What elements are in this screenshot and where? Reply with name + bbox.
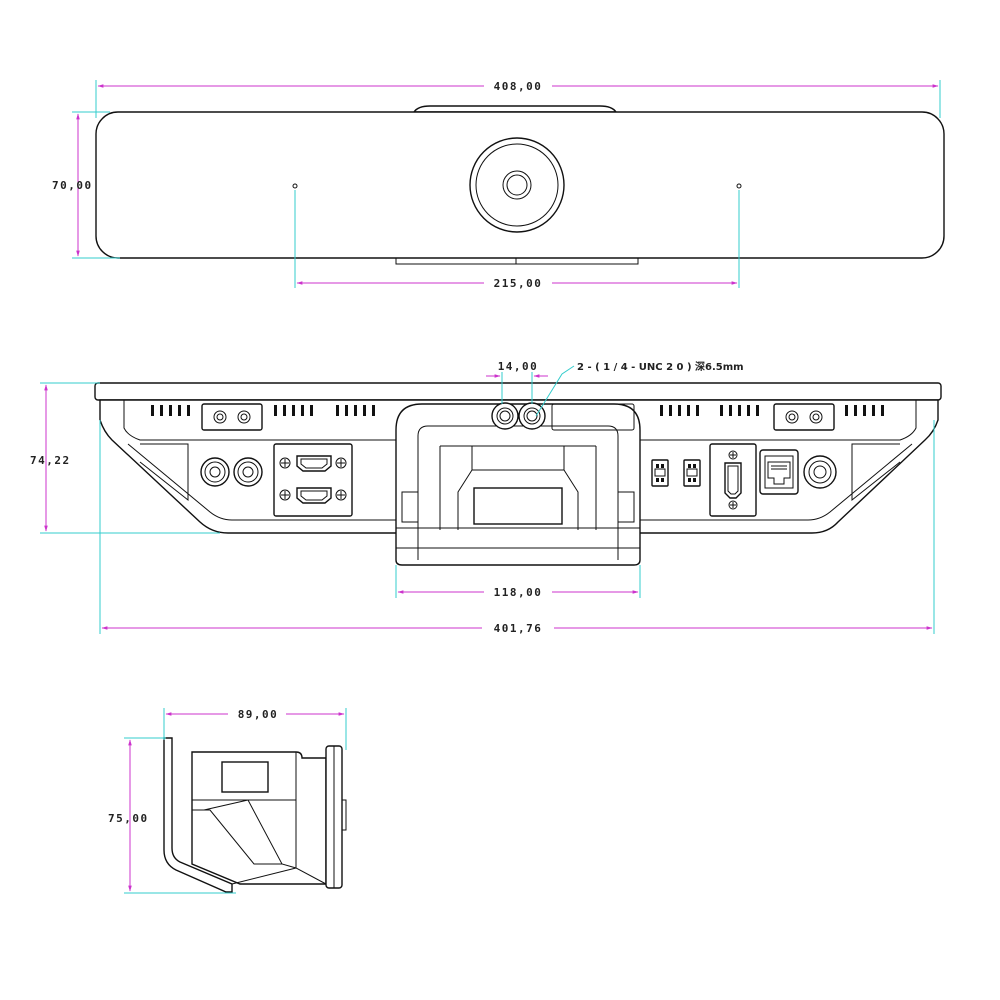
mount-hole-right: [518, 402, 546, 430]
hdmi-port-2: [296, 487, 332, 504]
vent-slots-left: [151, 405, 375, 416]
usb-port-1: [651, 459, 669, 487]
side-bracket: [163, 737, 233, 893]
hdmi-port-1: [296, 455, 332, 472]
dim-mic-spacing: 215,00: [494, 277, 543, 290]
bottom-top-rail: [94, 382, 942, 401]
mount-thread-note: 2 - ( 1 / 4 - UNC 2 0 ) 深6.5mm: [577, 360, 744, 373]
ethernet-port: [759, 449, 799, 495]
lens-glass: [502, 170, 532, 200]
mic-hole-left: [292, 183, 298, 189]
mic-hole-right: [736, 183, 742, 189]
screw-plate-right: [773, 403, 835, 431]
lens-outer-ring: [469, 137, 565, 233]
power-jack: [803, 455, 837, 489]
hdmi-out-port: [724, 462, 742, 499]
lens-center: [506, 174, 528, 196]
dim-bracket-width: 118,00: [494, 586, 543, 599]
front-view: 408,00 70,00 215,00: [52, 78, 945, 290]
camera-bottom-feet: [395, 258, 639, 265]
side-view: 89,00 75,00: [108, 707, 347, 894]
dim-bottom-height: 74,22: [30, 454, 71, 467]
bottom-view: 14,00 2 - ( 1 / 4 - UNC 2 0 ) 深6.5mm 74,…: [30, 360, 942, 635]
dim-mount-spacing: 14,00: [498, 360, 539, 373]
audio-jack-right: [233, 457, 263, 487]
dim-side-depth: 89,00: [238, 708, 279, 721]
mount-bracket: [395, 403, 641, 566]
dim-front-width: 408,00: [494, 80, 543, 93]
dim-front-height: 70,00: [52, 179, 93, 192]
audio-jack-left: [200, 457, 230, 487]
mount-hole-left: [491, 402, 519, 430]
side-window: [221, 761, 269, 793]
dim-bottom-width: 401,76: [494, 622, 543, 635]
screw-plate-left: [201, 403, 263, 431]
usb-port-2: [683, 459, 701, 487]
dim-side-height: 75,00: [108, 812, 149, 825]
camera-top-bump: [412, 105, 618, 113]
hdmi-out-plate: [709, 443, 757, 517]
vent-slots-right: [660, 405, 884, 416]
lens-inner-ring: [475, 143, 559, 227]
hdmi-plate: [273, 443, 353, 517]
